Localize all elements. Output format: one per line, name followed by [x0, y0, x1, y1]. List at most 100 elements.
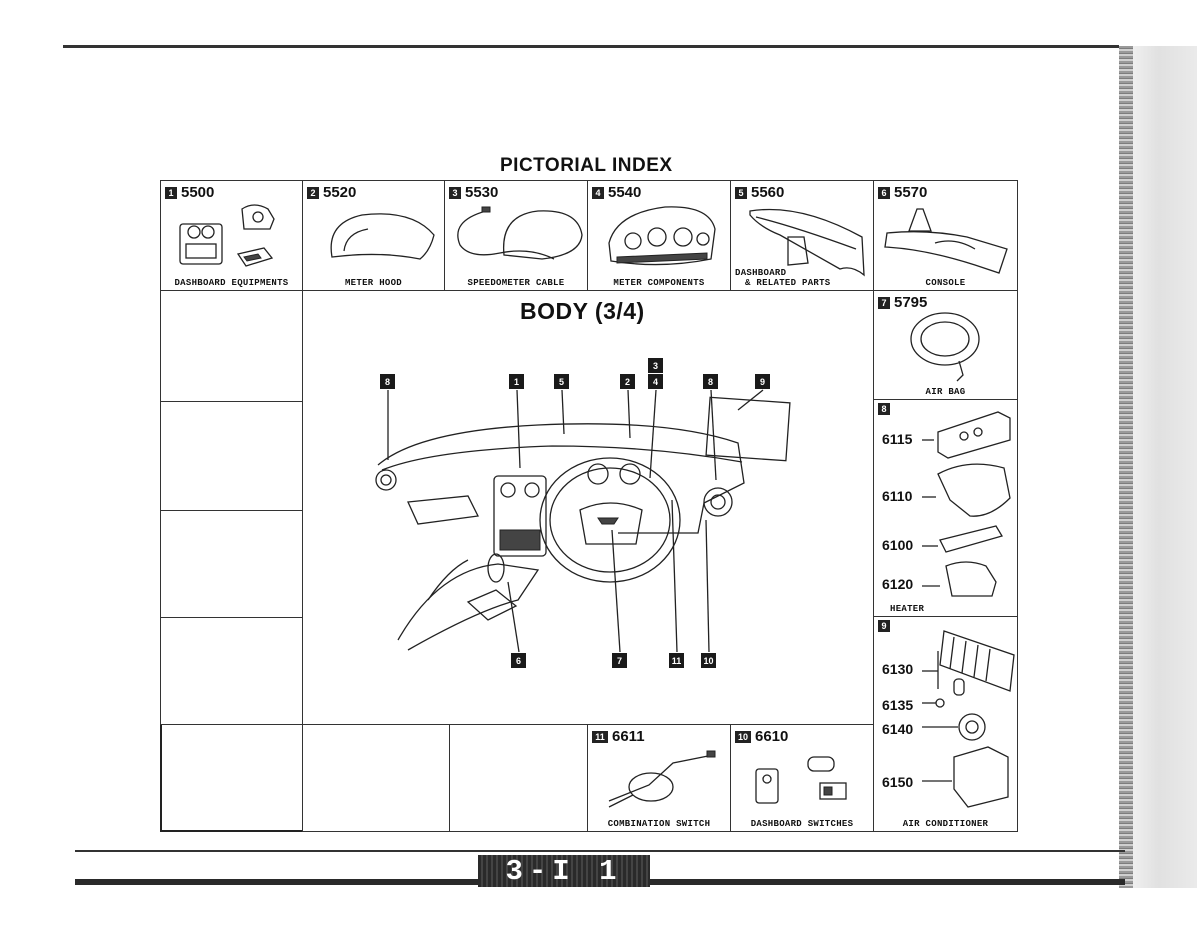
part-code: 6130: [882, 661, 914, 677]
part-code: 5540: [608, 184, 642, 201]
cell-caption: AIR CONDITIONER: [902, 819, 989, 829]
item-number-badge: 2: [307, 186, 319, 199]
speedometer-cable-illustration: [457, 206, 583, 260]
part-code: 6135: [882, 697, 914, 713]
cell-caption: HEATER: [890, 604, 925, 614]
index-cell-air-bag[interactable]: 7 5795 AIR BAG: [873, 290, 1018, 400]
meter-components-illustration: [608, 206, 716, 266]
cell-caption: DASHBOARD & RELATED PARTS: [735, 268, 873, 288]
part-code: 6611: [612, 728, 645, 745]
combination-switch-illustration: [608, 750, 716, 808]
cell-label: 11 6611: [592, 728, 645, 745]
cell-caption: METER HOOD: [344, 278, 402, 288]
callout-10[interactable]: 10: [701, 653, 716, 668]
cell-caption: COMBINATION SWITCH: [607, 819, 711, 829]
cell-caption: AIR BAG: [925, 387, 966, 397]
dashboard-overview-illustration: [375, 396, 791, 651]
item-number-badge: 6: [878, 186, 890, 199]
index-cell-dashboard-switches[interactable]: 10 6610 DASHBOARD SWITCHES: [730, 724, 874, 832]
dashboard-switches-illustration: [755, 756, 847, 804]
item-number-badge: 9: [878, 620, 890, 632]
part-code: 5570: [894, 184, 928, 201]
cell-label: 8: [878, 403, 890, 415]
part-code: 5530: [465, 184, 499, 201]
callout-6[interactable]: 6: [511, 653, 526, 668]
index-cell-air-conditioner[interactable]: 9 6130 6135 6140 6150 AIR CONDITIONER: [873, 616, 1018, 832]
item-number-badge: 8: [878, 403, 890, 415]
callout-2[interactable]: 2: [620, 374, 635, 389]
air-bag-illustration: [910, 312, 980, 382]
item-number-badge: 7: [878, 296, 890, 309]
cell-caption: DASHBOARD EQUIPMENTS: [174, 278, 289, 288]
empty-cell: [160, 401, 303, 511]
index-cell-heater[interactable]: 8 6115 6110 6100 6120 HEATER: [873, 399, 1018, 617]
cell-label: 10 6610: [735, 728, 788, 745]
cell-label: 9: [878, 620, 890, 632]
page-title: PICTORIAL INDEX: [500, 155, 673, 176]
callout-11[interactable]: 11: [669, 653, 684, 668]
bottom-rule: [75, 850, 1125, 852]
caption-line1: DASHBOARD: [735, 268, 787, 278]
page-edge-shadow: [1119, 46, 1133, 888]
part-code: 6115: [882, 431, 913, 447]
callout-8b[interactable]: 8: [703, 374, 718, 389]
cell-label: 5 5560: [735, 184, 784, 201]
cell-caption: CONSOLE: [925, 278, 966, 288]
cell-caption: METER COMPONENTS: [613, 278, 705, 288]
part-code: 5560: [751, 184, 785, 201]
callout-8[interactable]: 8: [380, 374, 395, 389]
part-code: 6110: [882, 488, 913, 504]
part-code: 6120: [882, 576, 914, 592]
empty-cell: [302, 724, 450, 832]
cell-caption: DASHBOARD SWITCHES: [750, 819, 854, 829]
item-number-badge: 3: [449, 186, 461, 199]
dashboard-equipments-illustration: [179, 204, 275, 267]
part-code: 6610: [755, 728, 789, 745]
callout-9[interactable]: 9: [755, 374, 770, 389]
index-cell-dashboard-related-parts[interactable]: 5 5560 DASHBOARD & RELATED PARTS: [730, 180, 874, 291]
cell-caption: SPEEDOMETER CABLE: [467, 278, 565, 288]
section-title: BODY (3/4): [520, 298, 645, 324]
cell-label: 3 5530: [449, 184, 498, 201]
item-number-badge: 10: [735, 730, 751, 743]
callout-5[interactable]: 5: [554, 374, 569, 389]
index-cell-dashboard-equipments[interactable]: 1 5500 DASHBOARD EQUIPMENTS: [160, 180, 303, 291]
part-code: 6140: [882, 721, 914, 737]
index-cell-console[interactable]: 6 5570 CONSOLE: [873, 180, 1018, 291]
item-number-badge: 11: [592, 730, 608, 743]
item-number-badge: 1: [165, 186, 177, 199]
caption-line2: & RELATED PARTS: [745, 278, 831, 288]
empty-cell: [160, 617, 303, 725]
callout-4[interactable]: 4: [648, 374, 663, 389]
part-code: 5795: [894, 294, 928, 311]
part-code: 6150: [882, 774, 914, 790]
index-cell-combination-switch[interactable]: 11 6611 COMBINATION SWITCH: [587, 724, 731, 832]
meter-hood-illustration: [330, 213, 435, 260]
main-illustration-area: [302, 290, 874, 725]
callout-7[interactable]: 7: [612, 653, 627, 668]
cell-label: 6 5570: [878, 184, 927, 201]
item-number-badge: 5: [735, 186, 747, 199]
heater-parts-illustration: [922, 411, 1011, 597]
cell-label: 2 5520: [307, 184, 356, 201]
empty-cell: [449, 724, 588, 832]
empty-cell: [160, 290, 303, 402]
callout-3[interactable]: 3: [648, 358, 663, 373]
air-conditioner-parts-illustration: [922, 630, 1015, 808]
console-illustration: [884, 208, 1008, 274]
part-code: 6100: [882, 537, 914, 553]
part-code: 5520: [323, 184, 357, 201]
part-code: 5500: [181, 184, 215, 201]
callout-1[interactable]: 1: [509, 374, 524, 389]
index-cell-meter-hood[interactable]: 2 5520 METER HOOD: [302, 180, 445, 291]
empty-cell: [160, 510, 303, 618]
dashboard-related-parts-illustration: [749, 208, 865, 277]
cell-label: 7 5795: [878, 294, 927, 311]
top-rule: [63, 45, 1119, 48]
index-cell-speedometer-cable[interactable]: 3 5530 SPEEDOMETER CABLE: [444, 180, 588, 291]
cell-label: 1 5500: [165, 184, 214, 201]
page-edge-gray: [1133, 46, 1197, 888]
page-number: 3-I 1: [478, 855, 650, 888]
